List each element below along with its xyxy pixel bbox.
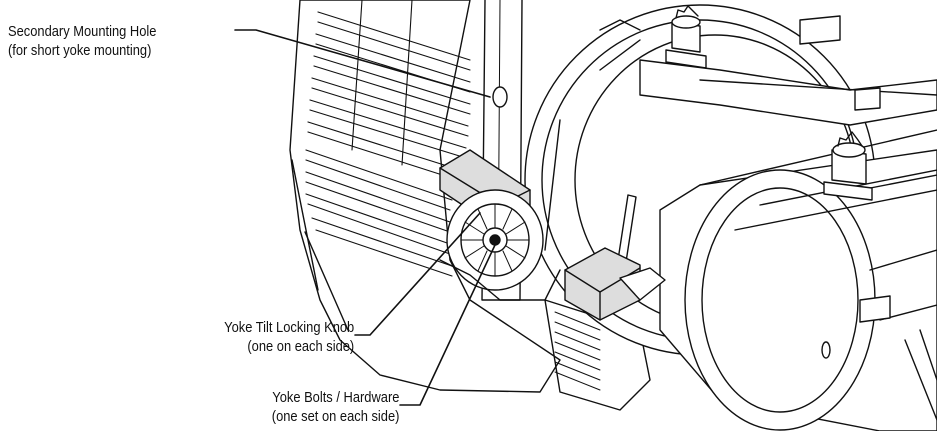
clamp-lever	[619, 267, 666, 301]
leader-lines	[234, 29, 496, 406]
focus-knob-top	[665, 5, 707, 69]
yoke-hub	[439, 189, 561, 301]
callout-secondary-hole-note: (for short yoke mounting)	[8, 42, 152, 59]
secondary-mounting-hole	[492, 86, 508, 108]
mount-tab-right	[854, 87, 881, 111]
leader-secondary-hole	[234, 29, 491, 98]
mount-tab-top	[799, 15, 841, 45]
lens-tube	[659, 129, 937, 431]
lower-vents	[554, 311, 601, 391]
callout-yoke-bolts-note: (one set on each side)	[271, 408, 399, 425]
leader-tilt-knob	[354, 212, 481, 336]
vent-slots	[305, 0, 471, 277]
focus-knob-right	[823, 131, 873, 201]
mount-tab-lower	[859, 295, 891, 323]
callout-yoke-bolts: Yoke Bolts / Hardware (one set on each s…	[271, 388, 399, 426]
barrel-edge	[599, 19, 641, 31]
callout-secondary-hole-title: Secondary Mounting Hole	[8, 23, 157, 40]
callout-tilt-knob: Yoke Tilt Locking Knob (one on each side…	[224, 318, 354, 356]
leader-yoke-bolts	[399, 244, 496, 406]
callout-secondary-hole: Secondary Mounting Hole (for short yoke …	[8, 22, 156, 60]
callout-yoke-bolts-title: Yoke Bolts / Hardware	[271, 389, 399, 406]
callout-tilt-knob-note: (one on each side)	[247, 338, 354, 355]
callout-tilt-knob-title: Yoke Tilt Locking Knob	[223, 319, 354, 336]
